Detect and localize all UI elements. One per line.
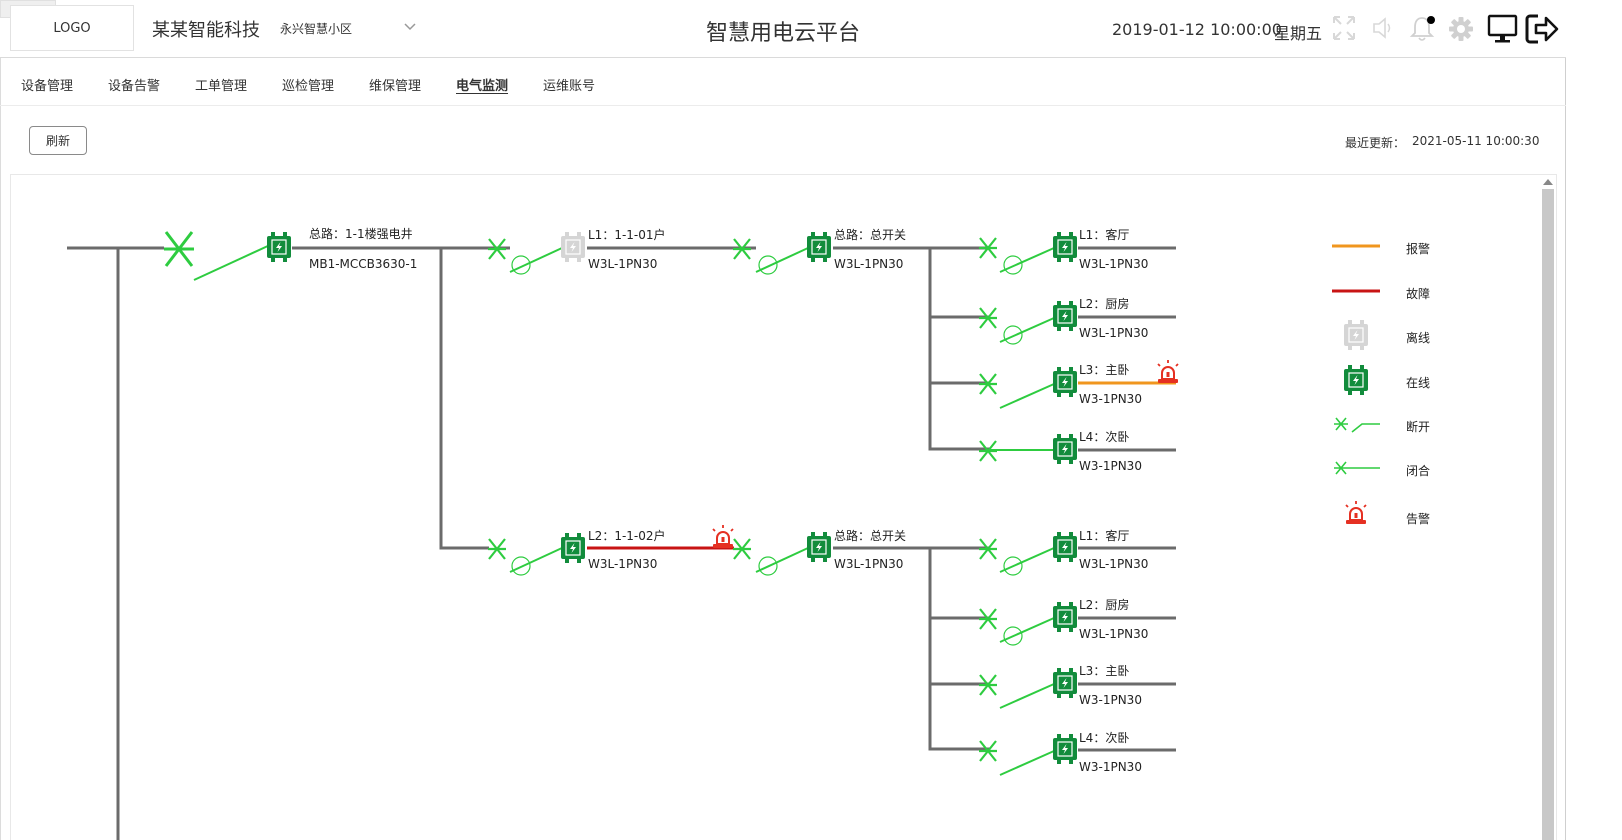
- current-datetime: 2019-01-12 10:00:00: [1112, 20, 1282, 39]
- gear-icon[interactable]: [1447, 14, 1475, 44]
- legend-offline-label: 离线: [1406, 331, 1431, 345]
- legend-switch-closed-label: 闭合: [1406, 464, 1431, 478]
- scroll-thumb[interactable]: [1542, 189, 1554, 840]
- vertical-scrollbar[interactable]: [1540, 176, 1556, 840]
- household2-switch-model: W3L-1PN30: [834, 557, 904, 571]
- diagram-panel: [10, 174, 1557, 840]
- h1-branch-l4-name: L4：次卧: [1079, 430, 1130, 444]
- h2-branch-l4-model: W3-1PN30: [1079, 760, 1142, 774]
- legend-switch-open-label: 断开: [1406, 420, 1431, 434]
- h2-branch-l1-name: L1：客厅: [1079, 529, 1130, 543]
- legend-alarm-label: 报警: [1406, 242, 1431, 256]
- logout-icon[interactable]: [1524, 12, 1560, 46]
- current-weekday: 星期五: [1274, 24, 1323, 43]
- nav-electrical-monitoring[interactable]: 电气监测: [456, 79, 509, 94]
- legend-online-label: 在线: [1406, 376, 1431, 390]
- nav-maintenance[interactable]: 维保管理: [369, 79, 422, 94]
- main-line-name: 总路：1-1楼强电井: [309, 227, 413, 241]
- monitor-icon[interactable]: [1486, 12, 1520, 46]
- app-frame: [0, 0, 1566, 840]
- h1-branch-l1-name: L1：客厅: [1079, 228, 1130, 242]
- h2-branch-l2-model: W3L-1PN30: [1079, 627, 1149, 641]
- legend-alarm-beacon-label: 告警: [1406, 512, 1431, 526]
- last-updated-value: 2021-05-11 10:00:30: [1412, 134, 1540, 148]
- fullscreen-icon[interactable]: [1331, 14, 1357, 42]
- nav-inspection[interactable]: 巡检管理: [282, 79, 335, 94]
- household1-name: L1：1-1-01户: [588, 228, 666, 242]
- h1-branch-l2-name: L2：厨房: [1079, 297, 1130, 311]
- last-updated-label: 最近更新：: [1345, 136, 1406, 150]
- h2-branch-l1-model: W3L-1PN30: [1079, 557, 1149, 571]
- h1-branch-l2-model: W3L-1PN30: [1079, 326, 1149, 340]
- platform-title: 智慧用电云平台: [705, 21, 860, 46]
- nav-device-alarms[interactable]: 设备告警: [108, 79, 161, 94]
- h1-branch-l4-model: W3-1PN30: [1079, 459, 1142, 473]
- refresh-button[interactable]: 刷新: [29, 126, 87, 155]
- scroll-up-arrow-icon[interactable]: [1543, 179, 1553, 185]
- household1-model: W3L-1PN30: [588, 257, 658, 271]
- h2-branch-l2-name: L2：厨房: [1079, 598, 1130, 612]
- h2-branch-l3-model: W3-1PN30: [1079, 693, 1142, 707]
- nav-work-orders[interactable]: 工单管理: [195, 79, 248, 94]
- household1-switch-name: 总路：总开关: [834, 228, 907, 242]
- h1-branch-l3-name: L3：主卧: [1079, 363, 1130, 377]
- nav-ops-accounts[interactable]: 运维账号: [543, 79, 596, 94]
- household2-switch-name: 总路：总开关: [834, 529, 907, 543]
- household2-name: L2：1-1-02户: [588, 529, 666, 543]
- h2-branch-l3-name: L3：主卧: [1079, 664, 1130, 678]
- h1-branch-l1-model: W3L-1PN30: [1079, 257, 1149, 271]
- main-line-model: MB1-MCCB3630-1: [309, 257, 418, 271]
- nav-device-management[interactable]: 设备管理: [21, 79, 74, 94]
- household2-model: W3L-1PN30: [588, 557, 658, 571]
- bell-icon[interactable]: [1409, 14, 1437, 44]
- household1-switch-model: W3L-1PN30: [834, 257, 904, 271]
- company-name: 某某智能科技: [152, 20, 260, 41]
- chevron-down-icon[interactable]: [403, 20, 417, 34]
- h1-branch-l3-model: W3-1PN30: [1079, 392, 1142, 406]
- community-select[interactable]: 永兴智慧小区: [280, 22, 353, 36]
- legend-fault-label: 故障: [1406, 287, 1431, 301]
- main-nav: 设备管理 设备告警 工单管理 巡检管理 维保管理 电气监测 运维账号: [0, 58, 1566, 106]
- logo: LOGO: [10, 5, 134, 51]
- speaker-icon[interactable]: [1371, 14, 1395, 42]
- h2-branch-l4-name: L4：次卧: [1079, 731, 1130, 745]
- top-header: LOGO 某某智能科技 永兴智慧小区 智慧用电云平台 2019-01-12 10…: [0, 0, 1566, 58]
